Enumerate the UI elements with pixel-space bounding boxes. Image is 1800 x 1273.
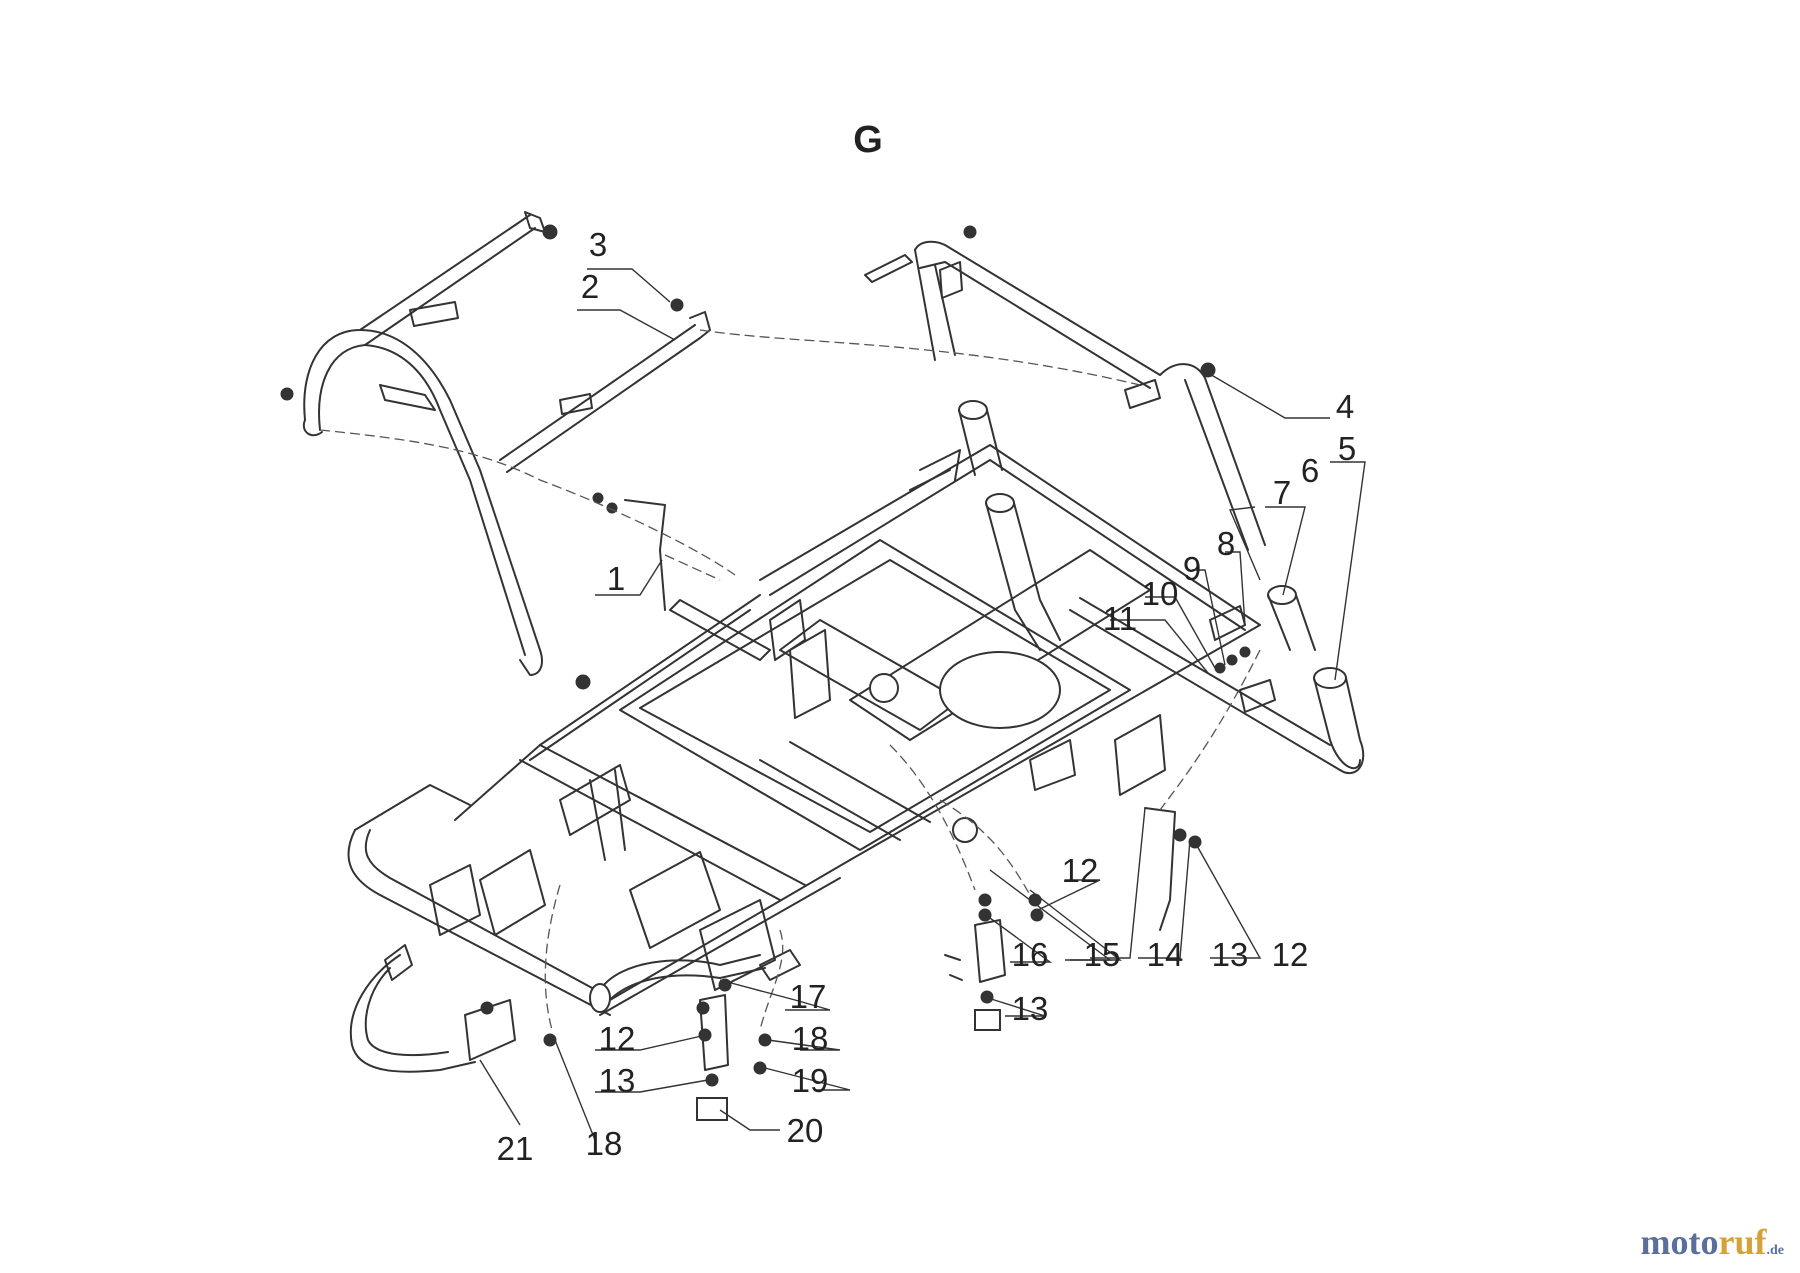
- callout-18-left: 18: [586, 1125, 623, 1162]
- hardware: [280, 224, 1276, 1121]
- callout-17: 17: [790, 978, 827, 1015]
- callout-12-upper: 12: [1062, 852, 1099, 889]
- callouts: 3 2 4 5 6 7 8 9 10 11 1 12 16 15 14 13 1…: [497, 226, 1357, 1167]
- callout-13-right: 13: [1212, 936, 1249, 973]
- watermark-part3: .de: [1766, 1243, 1785, 1258]
- callout-12-lower: 12: [599, 1020, 636, 1057]
- main-chassis-frame: [347, 444, 1261, 1016]
- callout-10: 10: [1142, 575, 1179, 612]
- callout-21: 21: [497, 1130, 534, 1167]
- callout-11: 11: [1103, 600, 1137, 637]
- callout-12-right: 12: [1272, 936, 1309, 973]
- callout-5: 5: [1338, 430, 1356, 467]
- leader-lines: [479, 268, 1366, 1141]
- callout-15: 15: [1084, 936, 1121, 973]
- callout-7: 7: [1273, 474, 1291, 511]
- watermark-part2: ruf: [1718, 1222, 1767, 1262]
- watermark-logo: motoruf.de: [1641, 1221, 1784, 1263]
- callout-3: 3: [589, 226, 607, 263]
- callout-18-right: 18: [792, 1020, 829, 1057]
- callout-2: 2: [581, 268, 599, 305]
- callout-20: 20: [787, 1112, 824, 1149]
- callout-16: 16: [1012, 936, 1049, 973]
- callout-1: 1: [607, 560, 625, 597]
- left-roll-bar: [302, 211, 711, 676]
- right-roll-bar: [864, 240, 1365, 775]
- front-bumper: [349, 944, 516, 1073]
- callout-14: 14: [1147, 936, 1184, 973]
- callout-13-mid: 13: [1012, 990, 1049, 1027]
- callout-4: 4: [1336, 388, 1354, 425]
- assembly-lines: [319, 329, 1261, 1031]
- callout-6: 6: [1301, 452, 1319, 489]
- callout-13-lower: 13: [599, 1062, 636, 1099]
- callout-9: 9: [1183, 550, 1201, 587]
- callout-8: 8: [1217, 525, 1235, 562]
- callout-19: 19: [792, 1062, 829, 1099]
- diagram-title: G: [853, 119, 883, 161]
- watermark-part1: moto: [1640, 1222, 1719, 1262]
